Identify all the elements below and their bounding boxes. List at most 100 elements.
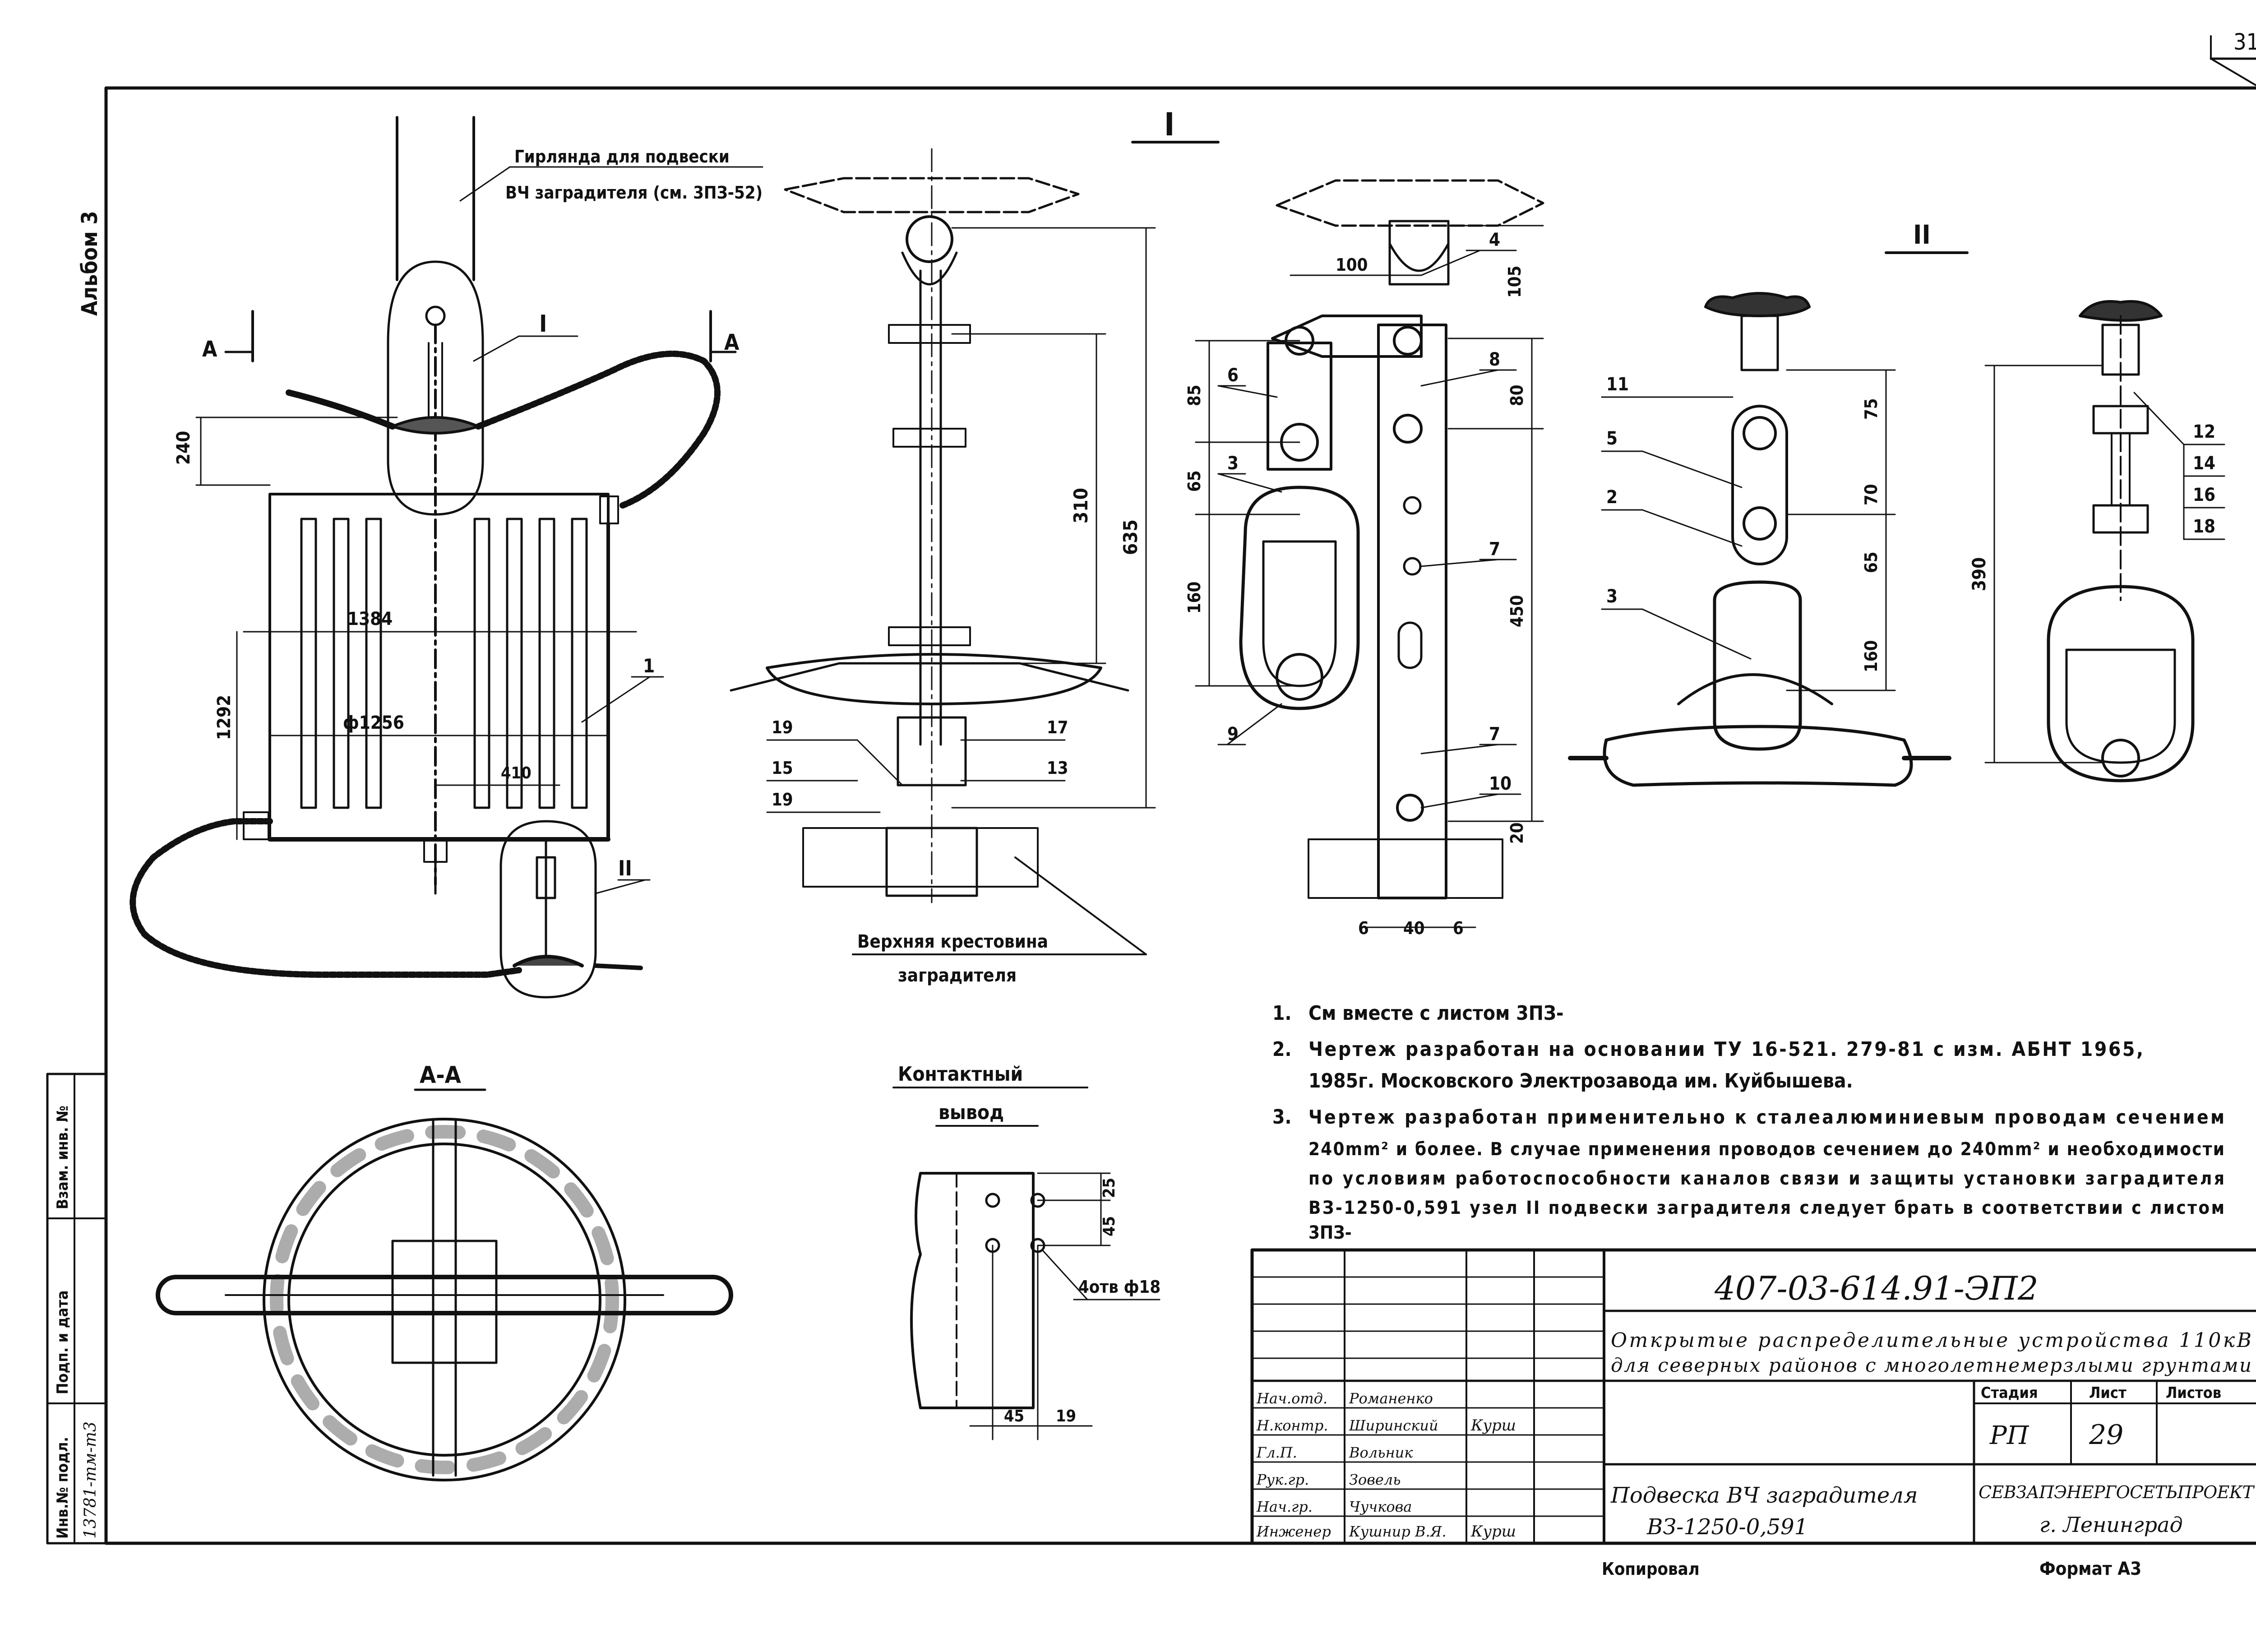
dim-100: 100 (1336, 255, 1368, 275)
holes-label: 4отв ф18 (1078, 1277, 1160, 1297)
name-6: Кушнир В.Я. (1349, 1523, 1447, 1540)
callout-4: 4 (1489, 230, 1500, 250)
stage-value: РП (1989, 1421, 2029, 1450)
note-2-num: 2. (1272, 1038, 1292, 1061)
callout-19-bottom: 19 (772, 790, 793, 810)
sign-date-label: Подп. и дата (54, 1291, 72, 1395)
dim-phi1256: ф1256 (343, 713, 404, 733)
dim-105: 105 (1505, 266, 1525, 298)
callout-8: 8 (1489, 349, 1500, 370)
main-elevation: А А 240 1384 1292 ф1256 410 Гирлянда для… (129, 116, 763, 999)
dim-45-v: 45 (1100, 1216, 1119, 1236)
name-2: Ширинский (1349, 1417, 1438, 1434)
sheets-label: Листов (2166, 1384, 2221, 1402)
inv-value: 13781-тм-т3 (81, 1421, 100, 1539)
dim-80: 80 (1507, 384, 1527, 406)
dim-70: 70 (1861, 484, 1881, 505)
album-label: Альбом 3 (77, 211, 102, 316)
callout-18: 18 (2193, 516, 2215, 537)
view-1-label: I (539, 310, 547, 338)
dim-390: 390 (1969, 557, 1990, 591)
role-3: Гл.П. (1256, 1444, 1297, 1461)
callout-10: 10 (1489, 773, 1512, 794)
name-1: Романенко (1349, 1390, 1433, 1407)
contact-label-2: вывод (938, 1101, 1004, 1124)
role-6: Инженер (1256, 1523, 1331, 1540)
project-title-2: для северных районов с многолетнемерзлым… (1611, 1354, 2251, 1376)
garland-label-2: ВЧ заградителя (см. 3ПЗ-52) (505, 183, 763, 203)
name-4: Зовель (1349, 1471, 1401, 1488)
role-1: Нач.отд. (1256, 1390, 1327, 1407)
dim-75: 75 (1861, 398, 1881, 420)
top-cross-label: Верхняя крестовина (857, 931, 1048, 952)
callout-3: 3 (1606, 586, 1618, 607)
role-5: Нач.гр. (1256, 1498, 1313, 1515)
contact-label: Контактный (898, 1063, 1023, 1086)
dim-160-ii: 160 (1861, 640, 1881, 672)
garland-label: Гирлянда для подвески (514, 147, 730, 167)
dim-6-right: 6 (1453, 918, 1464, 938)
footer-format: Формат А3 (2039, 1559, 2141, 1579)
name-5: Чучкова (1349, 1498, 1412, 1515)
note-2-text: Чертеж разработан на основании ТУ 16-521… (1308, 1038, 2143, 1061)
callout-3-side: 3 (1227, 453, 1239, 474)
note-3b-text: 240mm² и более. В случае применения пров… (1308, 1139, 2224, 1160)
doc-code: 407-03-614.91-ЭП2 (1714, 1269, 2039, 1307)
detail-ii-title: II (1913, 219, 1931, 250)
dim-1384: 1384 (347, 609, 393, 629)
title-block: 407-03-614.91-ЭП2 Открытые распределител… (1250, 1248, 2256, 1545)
dim-25: 25 (1100, 1178, 1119, 1198)
dim-85: 85 (1184, 384, 1204, 406)
callout-9: 9 (1227, 724, 1239, 745)
org-city: г. Ленинград (2039, 1513, 2183, 1537)
view-2-label: II (618, 856, 632, 880)
note-3-text: Чертеж разработан применительно к сталеа… (1308, 1106, 2224, 1128)
contact-terminal-detail: Контактный вывод 25 45 4отв ф18 45 19 (892, 1063, 1160, 1440)
sign-2: Курш (1470, 1416, 1516, 1435)
dim-1292: 1292 (214, 695, 235, 740)
detail-view-ii-side: 390 12 14 16 18 (1969, 300, 2225, 782)
side-stamp: Взам. инв. № Подп. и дата Инв.№ подл. 13… (46, 1073, 107, 1545)
callout-1: 1 (643, 655, 655, 677)
dim-45-h: 45 (1004, 1407, 1024, 1425)
drawing-title-2: ВЗ-1250-0,591 (1646, 1514, 1808, 1540)
project-title: Открытые распределительные устройства 11… (1611, 1329, 2251, 1352)
section-mark-a-right: А (724, 330, 740, 355)
dim-240: 240 (173, 431, 194, 465)
callout-2: 2 (1606, 487, 1618, 508)
replace-inv-label: Взам. инв. № (54, 1106, 72, 1209)
dim-160: 160 (1184, 582, 1204, 614)
callout-15: 15 (772, 758, 793, 778)
sheet-label: Лист (2089, 1384, 2127, 1402)
name-3: Вольник (1349, 1444, 1413, 1461)
org-name: СЕВЗАПЭНЕРГОСЕТЬПРОЕКТ (1979, 1482, 2255, 1502)
role-2: Н.контр. (1256, 1417, 1328, 1434)
section-aa-title: А-А (420, 1062, 461, 1089)
callout-7-bottom: 7 (1489, 724, 1500, 745)
note-2b-text: 1985г. Московского Электрозавода им. Куй… (1308, 1069, 1853, 1092)
dim-20: 20 (1507, 822, 1527, 844)
note-3-num: 3. (1272, 1106, 1292, 1129)
note-1-num: 1. (1272, 1002, 1292, 1025)
section-a-a: А-А (156, 1062, 733, 1481)
section-mark-a-left: А (202, 337, 217, 362)
callout-11: 11 (1606, 374, 1629, 395)
detail-view-i-front: I 310 635 (730, 106, 1220, 986)
dim-40: 40 (1403, 918, 1425, 938)
detail-view-ii-front: II 75 70 65 160 11 5 (1568, 219, 1969, 787)
footer-copy: Копировал (1602, 1559, 1700, 1579)
callout-13: 13 (1047, 758, 1068, 778)
dim-410: 410 (501, 764, 532, 782)
dim-65: 65 (1184, 470, 1204, 492)
notes: 1. См вместе с листом 3ПЗ- 2. Чертеж раз… (1272, 1002, 2224, 1243)
inv-label: Инв.№ подл. (54, 1437, 72, 1539)
dim-635: 635 (1119, 519, 1142, 555)
dim-450: 450 (1507, 595, 1527, 627)
callout-12: 12 (2193, 421, 2215, 442)
drawing-title: Подвеска ВЧ заградителя (1610, 1483, 1918, 1508)
stage-label: Стадия (1981, 1384, 2038, 1402)
dim-19: 19 (1056, 1407, 1076, 1425)
detail-i-title: I (1164, 106, 1174, 143)
callout-6: 6 (1227, 365, 1239, 386)
callout-19-top: 19 (772, 717, 793, 737)
